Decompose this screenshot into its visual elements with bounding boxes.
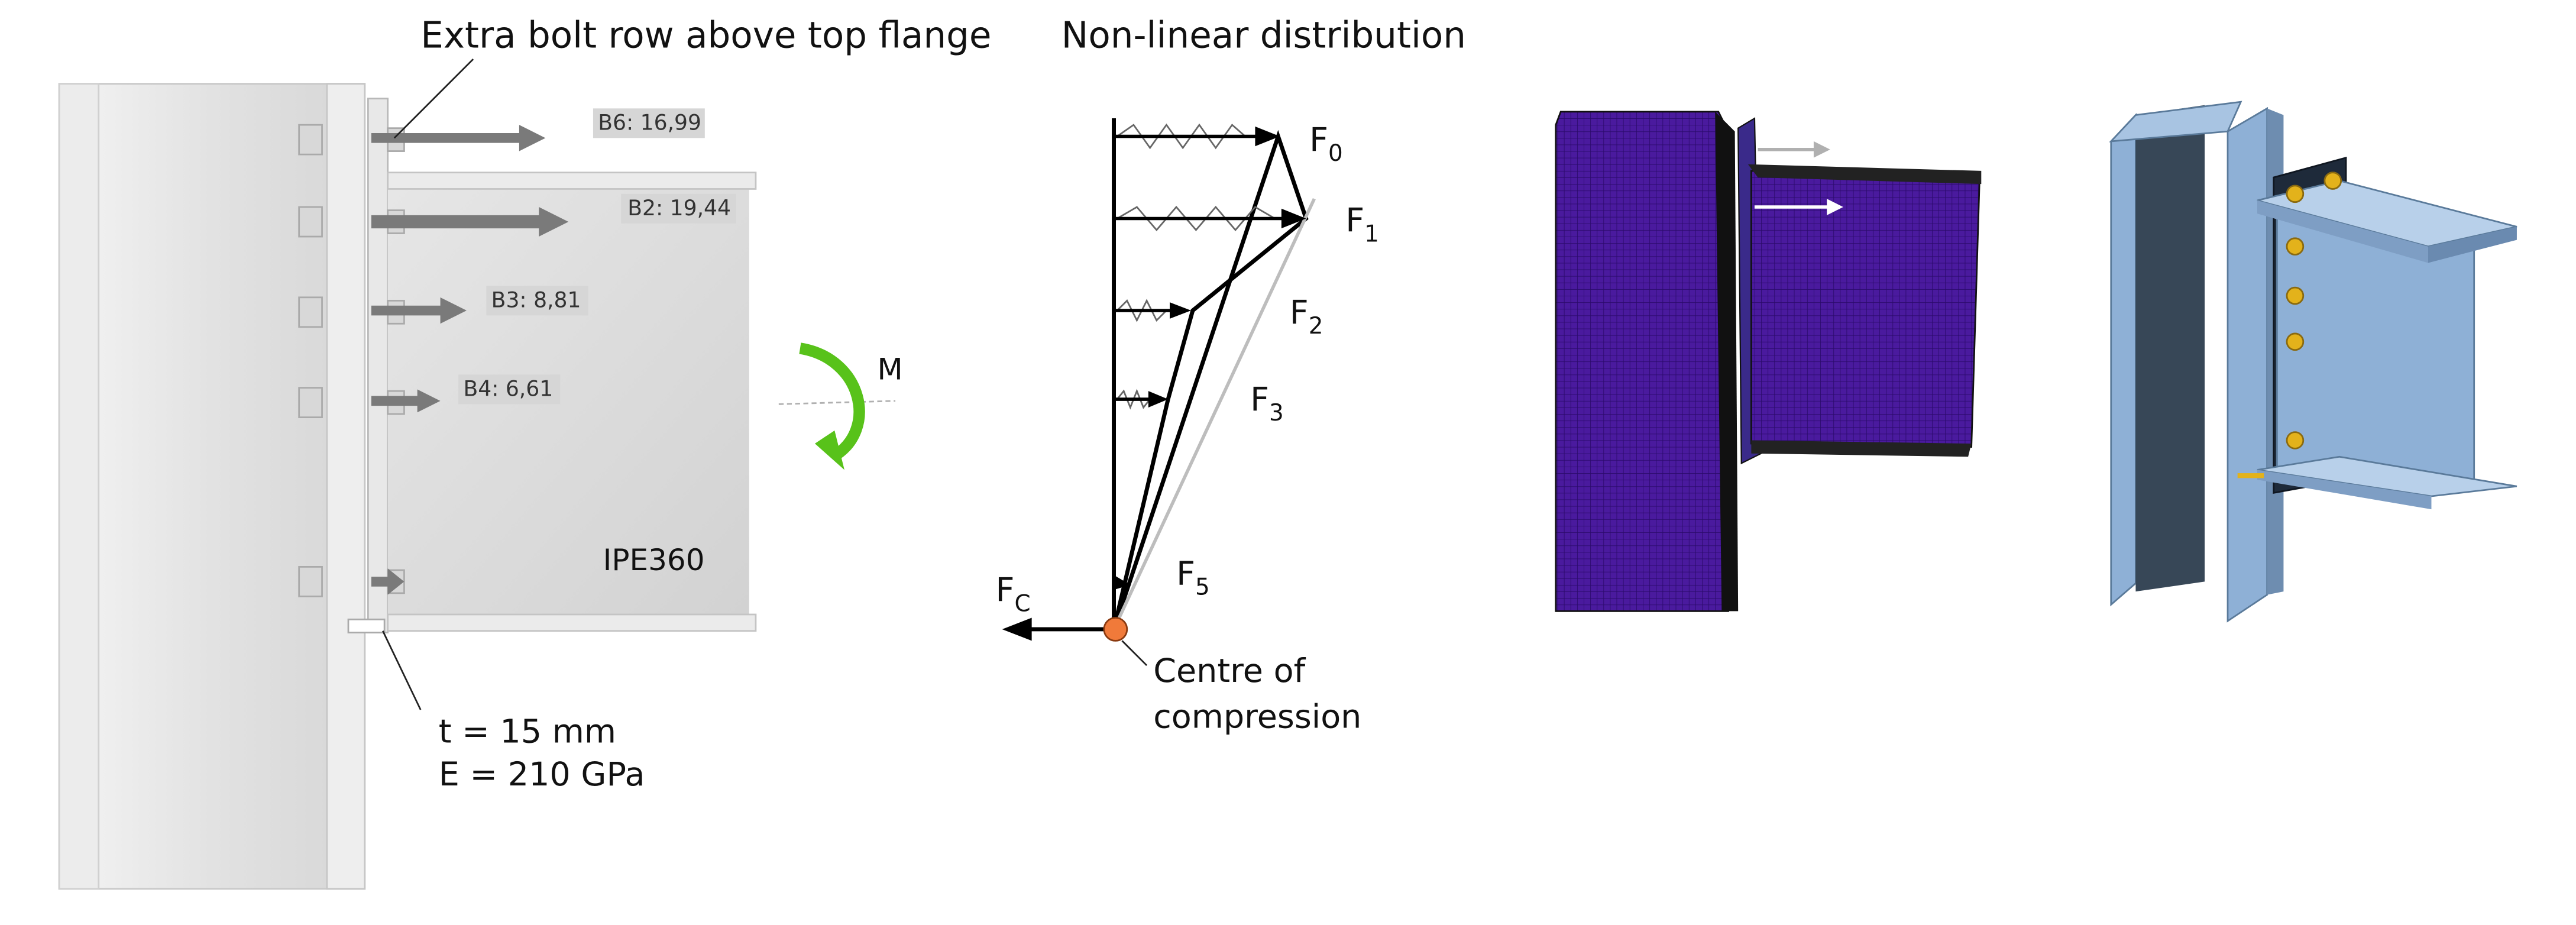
fe-force-arrow [1827, 199, 1843, 215]
3d-model-panel [2109, 101, 2517, 623]
bolt-force-arrow [371, 568, 404, 595]
compression-arrow [1002, 617, 1032, 641]
extra-bolt-row-annotation: Extra bolt row above top flange [420, 15, 991, 57]
plate-edge-marker [347, 618, 386, 633]
centre-of-compression-label-2: compression [1153, 698, 1361, 736]
fe-force-arrow [1813, 141, 1830, 158]
bolt-head-icon [2323, 172, 2342, 190]
bolt-head-icon [2286, 237, 2305, 255]
bolt-force-arrow [371, 125, 546, 151]
beam-web [387, 187, 749, 618]
distribution-title: Non-linear distribution [1062, 15, 1466, 57]
bolt-force-label: B2: 19,44 [627, 195, 731, 221]
distribution-panel: Non-linear distribution F0 F1 F2 F3 F5 F… [996, 15, 1467, 736]
centre-of-compression-label: Centre of [1153, 652, 1306, 690]
column-body [58, 83, 366, 890]
fe-model-panel [1555, 111, 1982, 612]
annotation-leader [393, 59, 474, 139]
force-label-f0: F0 [1309, 121, 1343, 167]
centre-of-compression-point [1103, 617, 1128, 642]
bolt-head-icon [2286, 185, 2305, 203]
bolt-force-panel: B6: 16,99 B2: 19,44 B3: 8,81 B4: 6,61 Ex… [58, 15, 992, 890]
column-flange [326, 83, 366, 890]
column-web [2135, 105, 2205, 592]
end-plate [367, 98, 389, 633]
bolt-force-label: B6: 16,99 [598, 109, 701, 135]
column-front-flange [2227, 106, 2268, 623]
compression-force-label: FC [996, 571, 1031, 617]
bolt-head-icon [2286, 431, 2305, 449]
bolt-force-arrow [371, 207, 569, 237]
beam-bottom-flange-mesh [1751, 440, 1972, 457]
bolt-force-arrow [371, 389, 441, 413]
column-back-flange [2110, 112, 2137, 607]
plate-thickness-annotation: t = 15 mm [439, 713, 616, 751]
meshed-column [1555, 111, 1729, 612]
linear-distribution-line [1112, 198, 1316, 630]
force-label-f5: F5 [1176, 555, 1210, 601]
meshed-beam [1750, 170, 1980, 448]
moment-arrow-icon [799, 342, 865, 462]
column-flange-edge [1715, 111, 1739, 612]
moment-label: M [878, 352, 903, 387]
column-flange-inner [58, 83, 100, 890]
beam-section-label: IPE360 [603, 543, 705, 577]
beam-bottom-flange [387, 613, 757, 632]
beam-bottom-flange-3d [2257, 455, 2517, 497]
bolt-force-arrow [371, 297, 467, 324]
moment-axis-line [778, 400, 896, 405]
beam-top-flange-mesh [1747, 164, 1982, 185]
force-label-f1: F1 [1345, 202, 1379, 248]
nonlinear-distribution-line [1112, 130, 1309, 630]
force-label-f2: F2 [1290, 293, 1323, 339]
bolt-head-icon [2286, 332, 2305, 351]
bolt-force-label: B4: 6,61 [463, 376, 553, 401]
beam-top-flange [387, 172, 757, 190]
elastic-modulus-annotation: E = 210 GPa [439, 755, 645, 794]
bolt-force-label: B3: 8,81 [491, 287, 581, 312]
annotation-leader [382, 630, 422, 710]
force-label-f3: F3 [1250, 380, 1284, 426]
bolt-head-icon [2286, 286, 2305, 305]
